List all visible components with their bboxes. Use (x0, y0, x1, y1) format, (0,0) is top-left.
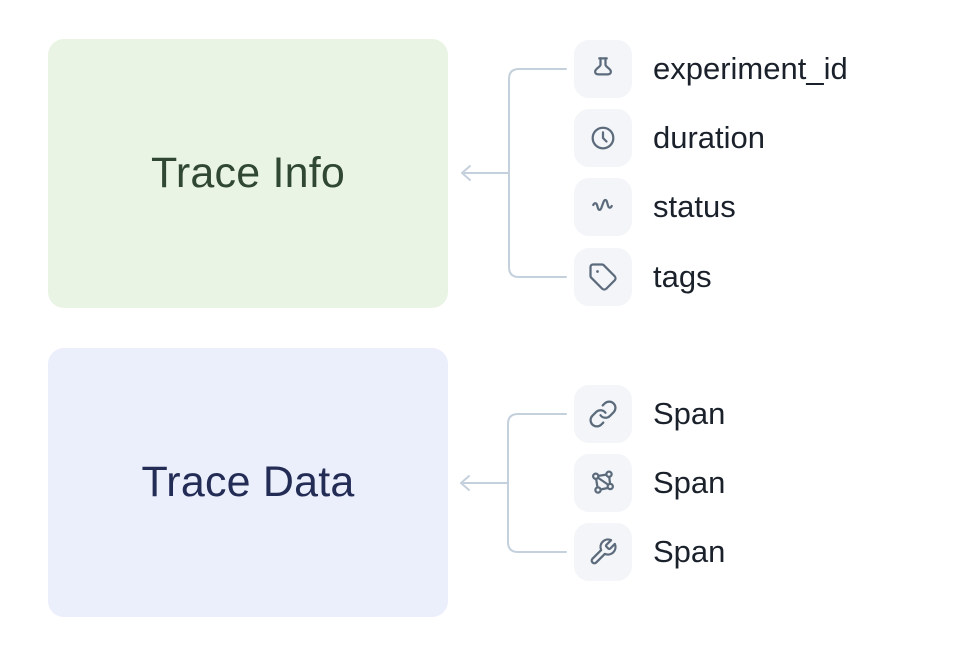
field-row-tags: tags (574, 248, 712, 306)
trace-data-title: Trace Data (141, 458, 355, 506)
span-label: Span (653, 465, 726, 500)
tag-icon (574, 248, 632, 306)
span-row-wrench: Span (574, 523, 725, 581)
trace-info-arrowhead (461, 165, 471, 181)
field-row-experiment-id: experiment_id (574, 40, 848, 98)
waveform-icon (574, 178, 632, 236)
span-row-network: Span (574, 454, 725, 512)
span-row-link: Span (574, 385, 725, 443)
field-row-status: status (574, 178, 736, 236)
trace-info-title: Trace Info (151, 149, 345, 197)
trace-info-bracket (508, 68, 567, 278)
field-label: tags (653, 259, 712, 294)
field-label: duration (653, 120, 766, 155)
field-label: status (653, 189, 736, 224)
field-label: experiment_id (653, 51, 848, 86)
span-label: Span (653, 396, 726, 431)
trace-data-box: Trace Data (48, 348, 448, 617)
field-row-duration: duration (574, 109, 765, 167)
trace-data-arrowhead (460, 475, 470, 491)
clock-icon (574, 109, 632, 167)
span-label: Span (653, 534, 726, 569)
link-icon (574, 385, 632, 443)
flask-icon (574, 40, 632, 98)
wrench-icon (574, 523, 632, 581)
trace-data-bracket (507, 413, 567, 553)
trace-info-box: Trace Info (48, 39, 448, 308)
network-icon (574, 454, 632, 512)
